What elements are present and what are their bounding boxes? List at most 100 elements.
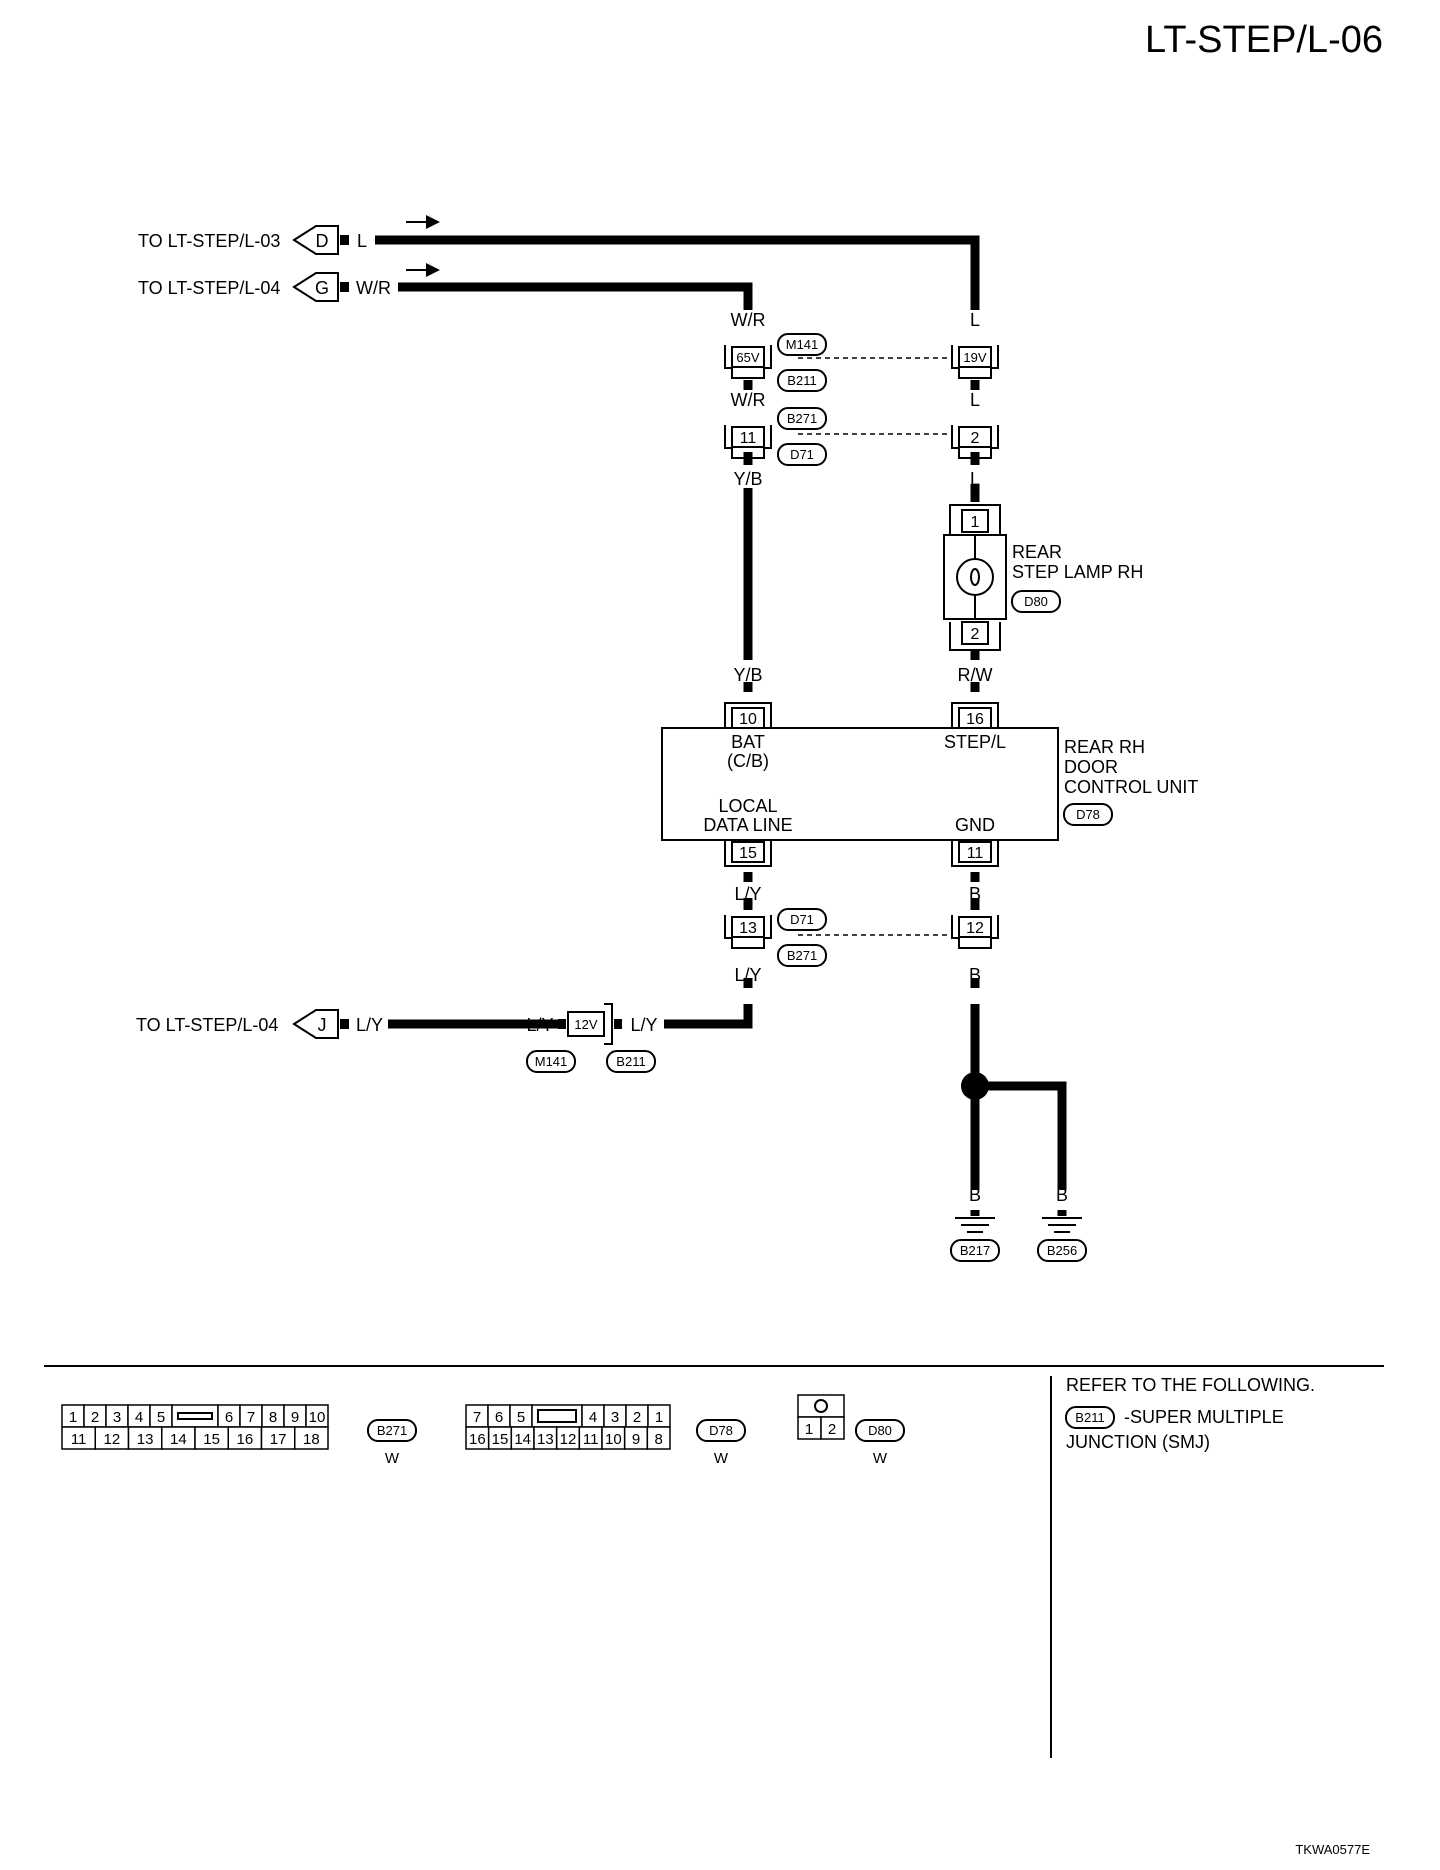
connector-id-b256: B256 [1037, 1239, 1087, 1262]
arrow-icon [406, 215, 440, 229]
terminal-12v: 12V [558, 1003, 622, 1045]
connector-id-d80: D80 [855, 1419, 905, 1442]
svg-text:B217: B217 [960, 1243, 990, 1258]
color-code: W [385, 1450, 400, 1467]
svg-text:L/Y: L/Y [356, 1015, 383, 1035]
svg-text:TO LT-STEP/L-04: TO LT-STEP/L-04 [136, 1015, 278, 1035]
svg-text:16: 16 [966, 711, 984, 728]
pin-number: 1 [655, 1409, 663, 1426]
pin-label-step: STEP/L [944, 732, 1006, 752]
wire-label: L [970, 469, 980, 489]
terminal-16: 16 [951, 702, 999, 729]
wire-label: W/R [731, 390, 766, 410]
color-code: W [873, 1450, 888, 1467]
pin-number: 4 [589, 1409, 597, 1426]
terminal-10: 10 [724, 702, 772, 729]
wire-label: L [970, 310, 980, 330]
pin-number: 9 [632, 1431, 640, 1448]
svg-text:L: L [357, 231, 367, 251]
svg-text:12: 12 [966, 920, 984, 937]
svg-text:D71: D71 [790, 912, 814, 927]
unit-label: DOOR [1064, 757, 1118, 777]
svg-text:D: D [316, 231, 329, 251]
pin-number: 12 [560, 1431, 577, 1448]
svg-text:TO LT-STEP/L-04: TO LT-STEP/L-04 [138, 278, 280, 298]
pin-number: 18 [303, 1431, 320, 1448]
wire-label: L/Y [734, 965, 761, 985]
pin-number: 8 [654, 1431, 662, 1448]
color-code: W [714, 1450, 729, 1467]
svg-text:D78: D78 [709, 1423, 733, 1438]
rear-step-lamp: 1 2 [943, 504, 1007, 651]
svg-text:15: 15 [739, 845, 757, 862]
svg-text:B271: B271 [787, 411, 817, 426]
svg-text:M141: M141 [535, 1054, 568, 1069]
terminal-2: 2 [951, 425, 999, 459]
svg-text:D80: D80 [1024, 594, 1048, 609]
pin-number: 2 [91, 1409, 99, 1426]
pin-number: 15 [492, 1431, 509, 1448]
connector-id-b271: B271 [367, 1419, 417, 1442]
arrow-icon [406, 263, 440, 277]
pin-number: 2 [828, 1421, 836, 1438]
connector-id-d80: D80 [1011, 590, 1061, 613]
ground-icon [955, 1217, 995, 1233]
pin-number: 13 [537, 1431, 554, 1448]
wire-label: W/R [731, 310, 766, 330]
svg-text:D71: D71 [790, 447, 814, 462]
pin-number: 6 [495, 1409, 503, 1426]
smj-note: JUNCTION (SMJ) [1066, 1432, 1210, 1452]
pin-number: 15 [203, 1431, 220, 1448]
pin-label-bat: BAT [731, 732, 765, 752]
connector-id-b211: B211 [606, 1050, 656, 1073]
pin-number: 7 [473, 1409, 481, 1426]
wire-label: Y/B [733, 469, 762, 489]
wire-label: B [969, 1185, 981, 1205]
connector-face-d80: 1 2 [797, 1394, 845, 1440]
wire-ly [388, 872, 753, 1029]
pin-number: 3 [611, 1409, 619, 1426]
connector-id-d71: D71 [777, 908, 827, 931]
splice-dot [961, 1072, 989, 1100]
wire-label: B [969, 965, 981, 985]
pin-number: 13 [137, 1431, 154, 1448]
svg-text:M141: M141 [786, 337, 819, 352]
lamp-label: REAR [1012, 542, 1062, 562]
connector-id-b271: B271 [777, 407, 827, 430]
terminal-12: 12 [951, 915, 999, 949]
pin-number: 1 [805, 1421, 813, 1438]
svg-text:D80: D80 [868, 1423, 892, 1438]
ground-icon [1042, 1217, 1082, 1233]
pin-number: 16 [469, 1431, 486, 1448]
lamp-label: STEP LAMP RH [1012, 562, 1143, 582]
pin-number: 5 [157, 1409, 165, 1426]
terminal-65v: 65V [724, 345, 772, 379]
pin-number: 1 [69, 1409, 77, 1426]
pin-label-bat: (C/B) [727, 751, 769, 771]
wire-label: L [970, 390, 980, 410]
svg-text:65V: 65V [736, 350, 759, 365]
wire-label: L/Y [734, 884, 761, 904]
page-title: LT-STEP/L-06 [1145, 19, 1383, 61]
svg-text:B271: B271 [377, 1423, 407, 1438]
connector-id-b211: B211 [777, 369, 827, 392]
connector-id-d78: D78 [696, 1419, 746, 1442]
svg-text:B211: B211 [787, 373, 816, 388]
pin-label-gnd: GND [955, 815, 995, 835]
unit-label: REAR RH [1064, 737, 1145, 757]
pin-number: 4 [135, 1409, 143, 1426]
wire-label: B [969, 884, 981, 904]
connector-id-m141: M141 [777, 333, 827, 356]
connector-id-b211: B211 [1065, 1406, 1115, 1429]
pin-number: 10 [309, 1409, 326, 1426]
wire-label: R/W [958, 665, 993, 685]
svg-text:G: G [315, 278, 329, 298]
wire-l [375, 235, 980, 502]
connector-id-d71: D71 [777, 443, 827, 466]
svg-text:10: 10 [739, 711, 757, 728]
svg-text:2: 2 [971, 626, 980, 643]
pin-label-local: LOCAL [718, 796, 777, 816]
svg-text:B211: B211 [1075, 1410, 1104, 1425]
